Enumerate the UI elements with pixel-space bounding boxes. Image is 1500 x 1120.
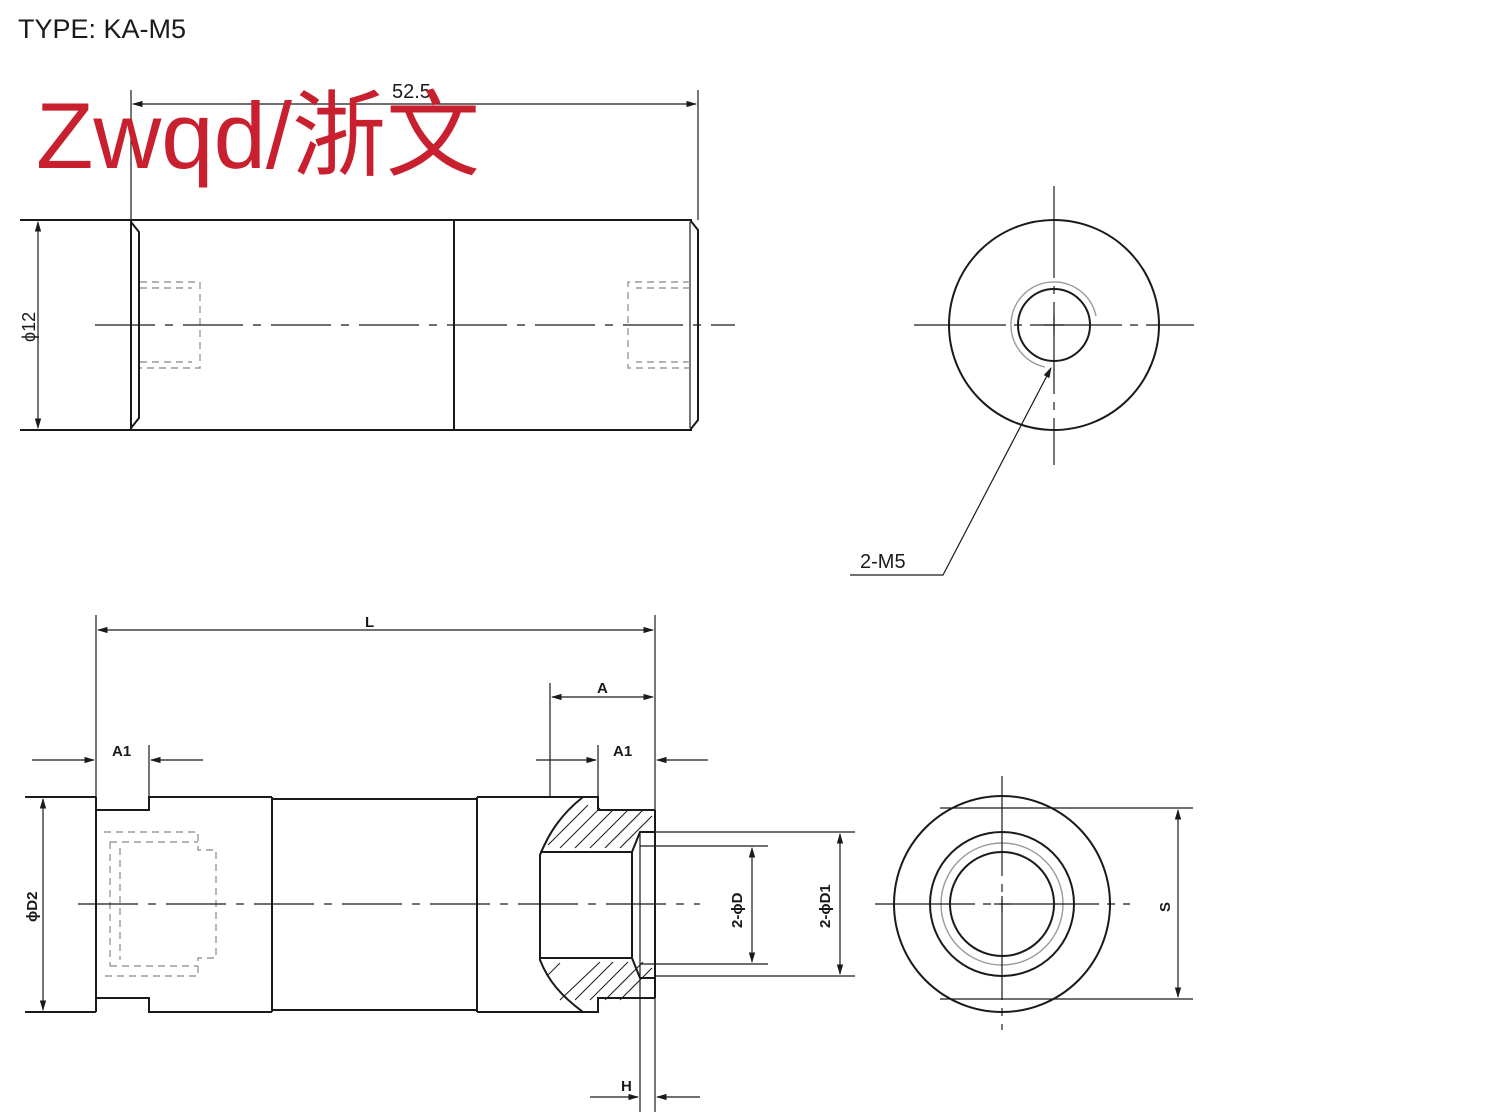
thread-callout-label: 2-M5 (860, 551, 906, 573)
d-dim-label: 2-ϕD (729, 892, 746, 928)
type-label: TYPE: KA-M5 (18, 14, 186, 44)
d2-dim-label: ϕD2 (24, 892, 41, 922)
a1-right-label: A1 (613, 743, 632, 760)
s-dim-label: S (1157, 902, 1174, 912)
length-dim-label: 52.5 (392, 81, 431, 103)
a1-left-label: A1 (112, 743, 131, 760)
diameter-dim-label: ϕ12 (19, 312, 39, 342)
hatching (547, 804, 653, 1001)
top-side-view: 52.5 ϕ12 (19, 81, 735, 431)
top-end-view: 2-M5 (850, 186, 1194, 576)
bottom-end-view: S (875, 776, 1193, 1030)
h-dim-label: H (621, 1078, 632, 1095)
d1-dim-label: 2-ϕD1 (817, 884, 834, 928)
section-view: L A A1 A1 ϕD2 2-ϕD 2-ϕD1 H (24, 614, 855, 1112)
a-dim-label: A (597, 680, 608, 697)
length-l-label: L (365, 614, 374, 631)
watermark-text: Zwqd/浙文 (36, 83, 480, 188)
